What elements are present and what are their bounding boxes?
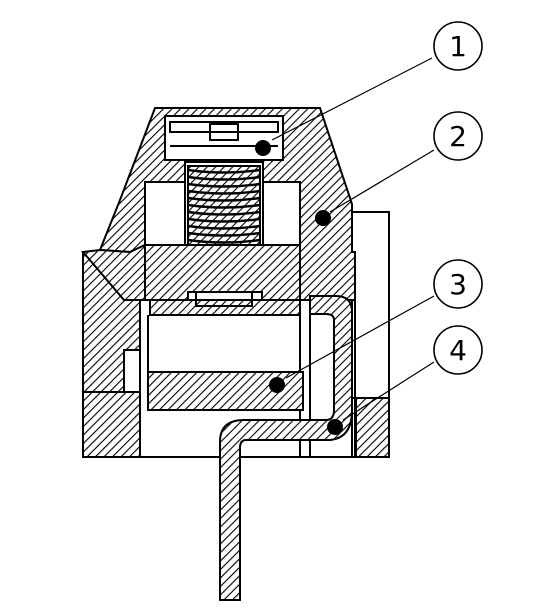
thread-crest xyxy=(187,217,261,223)
thread-crest xyxy=(187,175,261,181)
screw-head xyxy=(164,115,284,161)
thread-crest xyxy=(187,203,261,209)
leader-line-3 xyxy=(285,295,435,379)
callout-3: 3 xyxy=(433,259,483,309)
callout-2: 2 xyxy=(433,111,483,161)
contact-dot-body xyxy=(315,210,331,226)
callout-4: 4 xyxy=(433,325,483,375)
thread-crest xyxy=(187,189,261,195)
callout-1: 1 xyxy=(433,21,483,71)
thread-crest xyxy=(187,210,261,216)
contact-dot-pin xyxy=(327,419,343,435)
leader-lines xyxy=(271,57,435,421)
callout-number-1: 1 xyxy=(449,30,467,63)
thread-crest xyxy=(187,224,261,230)
contact-dot-clamp xyxy=(269,377,285,393)
leader-line-2 xyxy=(329,149,435,213)
contact-dot-screw-head xyxy=(255,140,271,156)
callout-number-2: 2 xyxy=(449,120,467,153)
thread-crest xyxy=(187,231,261,237)
contact-dots xyxy=(255,140,343,435)
callout-number-3: 3 xyxy=(449,268,467,301)
leader-line-4 xyxy=(342,361,435,421)
conductor-pin xyxy=(219,295,353,601)
thread-crest xyxy=(187,238,261,244)
thread-crest xyxy=(187,196,261,202)
thread-crest xyxy=(187,182,261,188)
leader-line-1 xyxy=(271,57,433,141)
callout-number-4: 4 xyxy=(449,334,467,367)
thread-crest xyxy=(187,168,261,174)
